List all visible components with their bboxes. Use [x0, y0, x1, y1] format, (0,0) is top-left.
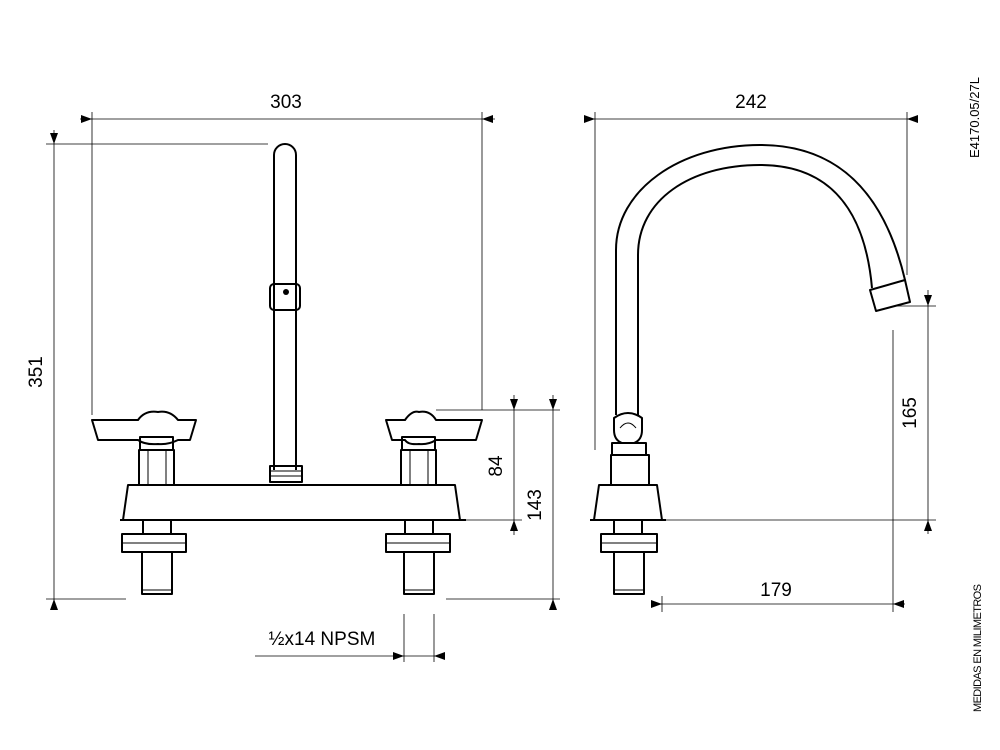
- dim-spout-reach: 242: [584, 92, 918, 450]
- dim-label-165: 165: [900, 397, 921, 429]
- front-view: 303 351 84 143: [26, 92, 560, 662]
- dim-overall-width: 303: [80, 92, 495, 415]
- swan-neck-spout: [615, 144, 911, 415]
- dim-label-84: 84: [486, 455, 507, 477]
- dim-label-143: 143: [525, 489, 546, 521]
- drawing-code: E4170.05/27L: [967, 77, 982, 158]
- deck-base: [120, 484, 466, 521]
- dim-overall-height: 351: [26, 130, 268, 610]
- dim-label-303: 303: [270, 92, 302, 113]
- dim-base-to-outlet: 179: [651, 580, 905, 612]
- dim-label-179: 179: [760, 580, 792, 601]
- dim-handle-height: 84: [436, 395, 522, 535]
- dim-handle-total-height: 143: [446, 395, 560, 610]
- dim-label-351: 351: [26, 356, 47, 388]
- center-spout: [269, 143, 303, 483]
- units-note: MEDIDAS EN MILIMETROS: [972, 584, 984, 712]
- side-handle-body: [590, 412, 666, 595]
- dim-connection-thread: ½x14 NPSM: [255, 614, 445, 662]
- left-handle-assembly: [91, 410, 197, 595]
- dim-label-npsm: ½x14 NPSM: [269, 629, 376, 650]
- dim-label-242: 242: [735, 92, 767, 113]
- side-view: 242 165 179: [584, 92, 936, 612]
- dim-spout-clearance: 165: [666, 290, 936, 612]
- right-handle-assembly: [385, 410, 483, 595]
